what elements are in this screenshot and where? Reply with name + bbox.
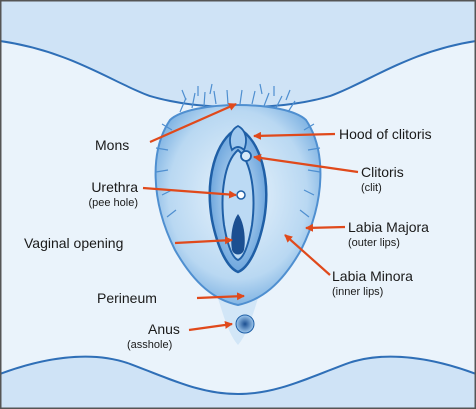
anus-shape [236, 315, 254, 333]
label-labia-majora-sub: (outer lips) [348, 237, 400, 249]
label-anus: Anus [148, 321, 180, 337]
label-hood-of-clitoris: Hood of clitoris [339, 126, 432, 142]
label-urethra-sub: (pee hole) [88, 197, 138, 209]
label-mons: Mons [95, 137, 129, 153]
clitoral-hood-shape [230, 126, 246, 150]
label-urethra: Urethra [91, 179, 138, 195]
label-clitoris-sub: (clit) [361, 182, 382, 194]
arrow-labia-majora [306, 227, 345, 228]
label-labia-minora: Labia Minora [332, 268, 413, 284]
label-vaginal-opening: Vaginal opening [24, 235, 123, 251]
label-labia-minora-sub: (inner lips) [332, 286, 383, 298]
label-anus-sub: (asshole) [127, 339, 172, 351]
urethra-shape [237, 191, 245, 199]
clitoris-shape [241, 151, 251, 161]
label-perineum: Perineum [97, 290, 157, 306]
label-clitoris: Clitoris [361, 164, 404, 180]
label-labia-majora: Labia Majora [348, 219, 429, 235]
